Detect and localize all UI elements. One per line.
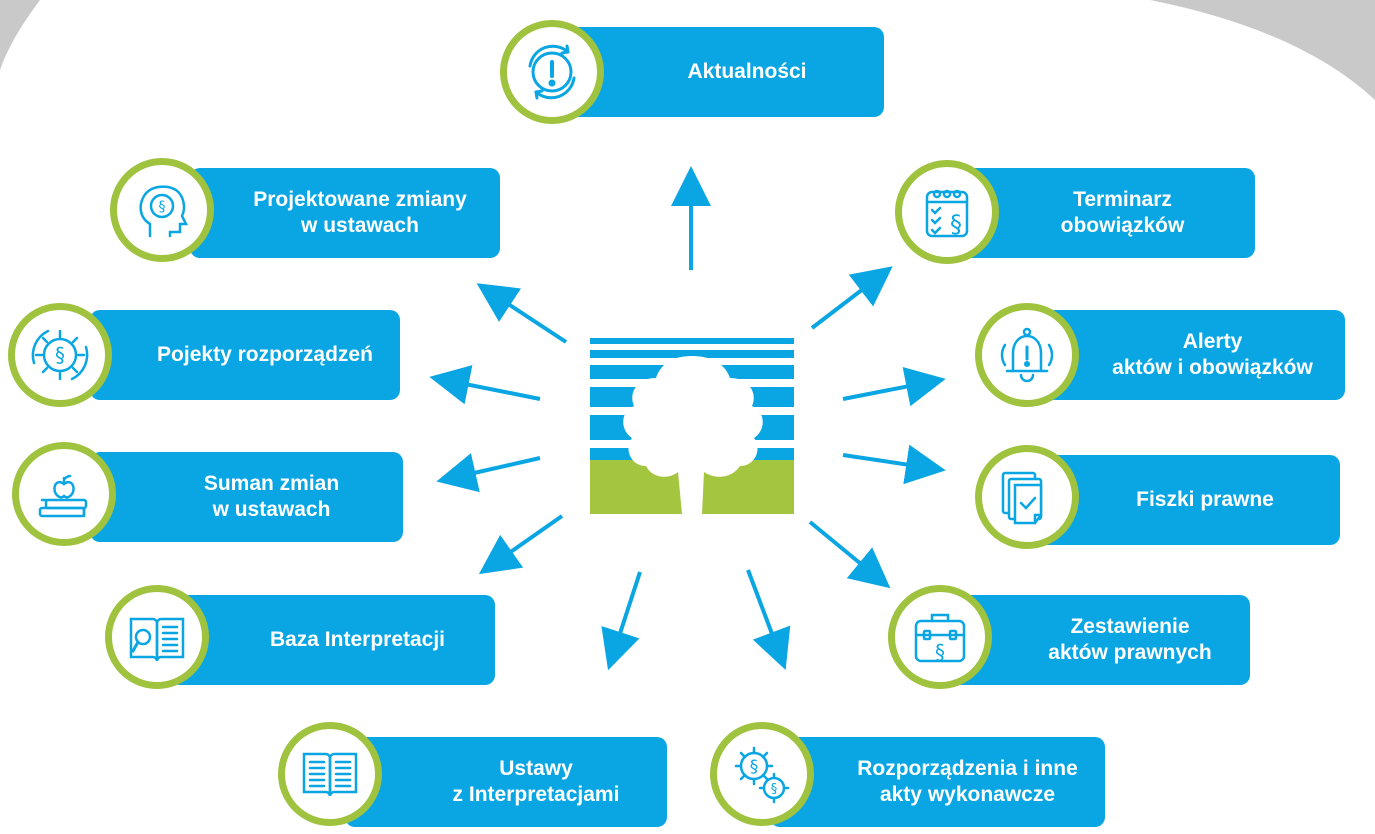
- circle-aktualnosci: [500, 20, 604, 124]
- gears-paragraph-icon: § §: [734, 746, 790, 804]
- label-zestawienie[interactable]: Zestawienie aktów prawnych: [950, 595, 1250, 685]
- bell-icon: [1000, 327, 1054, 383]
- circle-fiszki: [975, 445, 1079, 549]
- arrow-suman: [436, 453, 541, 493]
- arrow-terminarz: [810, 266, 893, 330]
- label-baza[interactable]: Baza Interpretacji: [170, 595, 495, 685]
- briefcase-paragraph-icon: §: [914, 613, 966, 664]
- svg-text:§: §: [950, 210, 962, 238]
- circle-ustawy: [278, 722, 382, 826]
- circle-alerty: [975, 303, 1079, 407]
- book-search-icon: [129, 617, 185, 662]
- arrow-baza: [478, 514, 564, 575]
- svg-text:§: §: [771, 782, 778, 797]
- arrow-ustawy: [601, 571, 642, 671]
- circle-terminarz: §: [895, 160, 999, 264]
- label-pojekty[interactable]: Pojekty rozporządzeń: [90, 310, 400, 400]
- circle-baza: [105, 585, 209, 689]
- arrow-zestawienie: [808, 520, 891, 589]
- label-projektowane[interactable]: Projektowane zmiany w ustawach: [190, 168, 500, 258]
- tree-logo: [590, 338, 794, 514]
- svg-text:§: §: [935, 640, 945, 664]
- circle-pojekty: §: [8, 303, 112, 407]
- documents-check-icon: [1001, 471, 1043, 525]
- label-rozporzadzenia[interactable]: Rozporządzenia i inne akty wykonawcze: [770, 737, 1105, 827]
- label-suman[interactable]: Suman zmian w ustawach: [90, 452, 403, 542]
- circle-zestawienie: §: [888, 585, 992, 689]
- label-alerty[interactable]: Alerty aktów i obowiązków: [1030, 310, 1345, 400]
- circle-suman: [12, 442, 116, 546]
- svg-text:§: §: [750, 757, 759, 777]
- books-apple-icon: [38, 474, 88, 518]
- label-ustawy[interactable]: Ustawy z Interpretacjami: [345, 737, 667, 827]
- arrow-projektowane: [476, 283, 568, 344]
- circle-projektowane: §: [110, 158, 214, 262]
- svg-text:§: §: [159, 199, 166, 215]
- arrow-alerty: [842, 366, 946, 407]
- arrow-fiszki: [842, 444, 946, 485]
- open-book-icon: [302, 752, 358, 797]
- svg-text:§: §: [55, 343, 65, 367]
- arrow-rozporzadzenia: [746, 569, 791, 670]
- calendar-checklist-icon: §: [925, 189, 969, 238]
- label-aktualnosci[interactable]: Aktualności: [560, 27, 884, 117]
- head-gear-paragraph-icon: §: [139, 185, 189, 238]
- arrow-pojekty: [429, 365, 541, 405]
- circle-rozporzadzenia: § §: [710, 722, 814, 826]
- alert-refresh-icon: [528, 44, 576, 100]
- gear-paragraph-icon: §: [31, 329, 89, 381]
